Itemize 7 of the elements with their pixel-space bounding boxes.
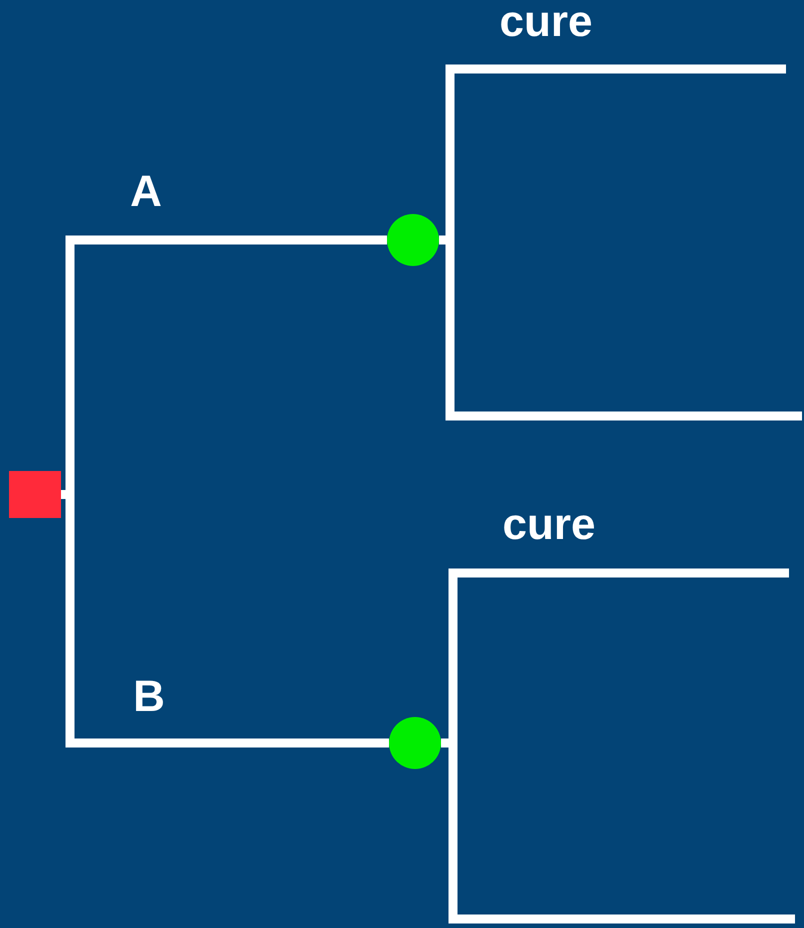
chance-circle	[387, 214, 439, 266]
edge-label: cure	[500, 0, 592, 44]
edge-label: A	[130, 170, 162, 214]
edge-label: cure	[502, 503, 596, 547]
chance-circle	[389, 717, 441, 769]
edge-label: B	[133, 675, 165, 719]
decision-square	[9, 471, 61, 518]
